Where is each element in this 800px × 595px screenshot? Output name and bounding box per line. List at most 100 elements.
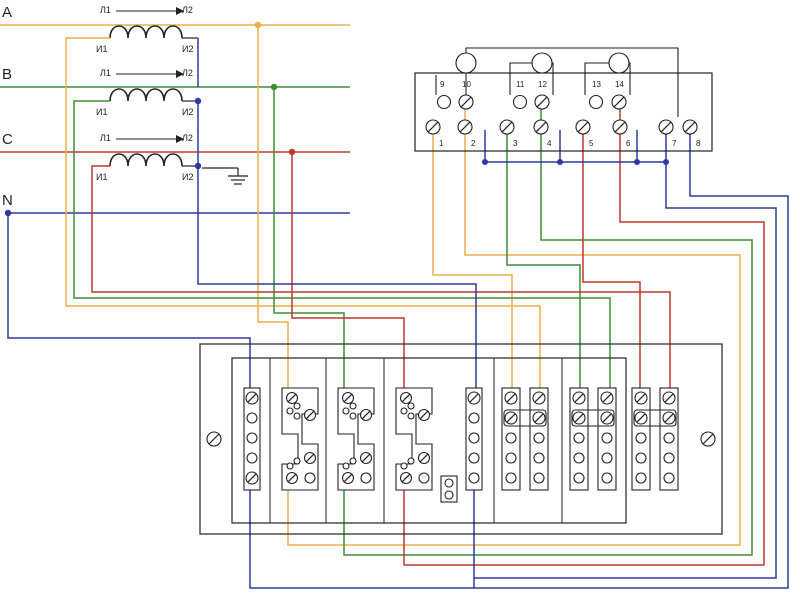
screw-icon (600, 411, 614, 425)
screw-icon (504, 411, 518, 425)
meter-terminal-number: 4 (547, 139, 552, 148)
meter-terminal-8 (682, 119, 698, 135)
terminal-hole-icon (533, 452, 545, 464)
ct-coil-icon (109, 25, 183, 39)
voltage-switch-1 (281, 387, 319, 491)
terminal-hole-icon (286, 462, 294, 470)
jumper-bar (571, 409, 615, 427)
terminal-hole-icon (360, 472, 372, 484)
terminal-hole-icon (444, 490, 454, 500)
terminal-hole-icon (400, 462, 408, 470)
screw-icon (417, 408, 431, 422)
wire-blue-meter7 (474, 130, 777, 579)
terminal-hole-icon (407, 457, 415, 465)
screw-icon (245, 391, 259, 405)
terminal-hole-icon (349, 457, 357, 465)
screw-icon (399, 391, 413, 405)
meter-circle-3 (608, 52, 630, 74)
ground-icon (202, 167, 248, 185)
terminal-hole-icon (293, 402, 301, 410)
meter-terminal-number: 9 (440, 80, 445, 89)
terminal-hole-icon (635, 452, 647, 464)
screw-icon (341, 471, 355, 485)
wire-red-meter5 (582, 130, 641, 390)
ct-label-l1: Л1 (100, 133, 111, 143)
wire-green-meter4 (343, 103, 753, 556)
terminal-hole-icon (342, 462, 350, 470)
screw-icon (341, 391, 355, 405)
wire-yellow-meter2 (287, 103, 741, 546)
screw-icon (303, 451, 317, 465)
terminal-hole-icon (512, 94, 528, 110)
screw-icon (662, 411, 676, 425)
jumper-bar (633, 409, 677, 427)
ct-label-i2: И2 (182, 107, 193, 117)
meter-terminal-number: 8 (696, 139, 701, 148)
meter-terminal-10 (458, 94, 474, 110)
screw-icon (572, 391, 586, 405)
wire-blue-ct-return (197, 101, 477, 390)
wires (7, 25, 789, 589)
terminal-hole-icon (533, 472, 545, 484)
meter-terminal-12 (534, 94, 550, 110)
ct-label-i2: И2 (182, 172, 193, 182)
screw-icon (532, 411, 546, 425)
meter-terminal-5 (575, 119, 591, 135)
terminal-hole-icon (407, 412, 415, 420)
screw-icon (399, 471, 413, 485)
terminal-hole-icon (601, 452, 613, 464)
ct-label-l2: Л2 (182, 5, 193, 15)
terminal-hole-icon (342, 407, 350, 415)
ct-label-l2: Л2 (182, 68, 193, 78)
terminal-hole-icon (505, 432, 517, 444)
terminal-hole-icon (635, 472, 647, 484)
jumper-bar (503, 409, 547, 427)
screw-icon (417, 451, 431, 465)
terminal-hole-icon (293, 412, 301, 420)
terminal-hole-icon (635, 432, 647, 444)
screw-icon (467, 391, 481, 405)
wire-red-voltage (291, 152, 405, 390)
terminal-hole-icon (601, 432, 613, 444)
meter-terminal-number: 13 (592, 80, 601, 89)
terminal-hole-icon (573, 452, 585, 464)
ct-label-i1: И1 (96, 44, 107, 54)
ct-label-i2: И2 (182, 44, 193, 54)
current-module-1 (501, 387, 549, 491)
bus-a-label: A (2, 4, 12, 21)
meter-terminal-2 (457, 119, 473, 135)
bus-b-label: B (2, 66, 12, 83)
voltage-switch-3 (395, 387, 433, 491)
terminal-hole-icon (468, 432, 480, 444)
meter-terminal-number: 14 (615, 80, 624, 89)
terminal-hole-icon (663, 432, 675, 444)
current-module-2 (569, 387, 617, 491)
wire-red-meter6 (403, 103, 765, 566)
terminal-hole-icon (468, 452, 480, 464)
wire-yellow-meter1 (432, 130, 513, 390)
meter-terminal-number: 10 (462, 80, 471, 89)
meter-terminal-14 (611, 94, 627, 110)
ct-coil-icon (109, 153, 183, 167)
voltage-switch-2 (337, 387, 375, 491)
meter-terminal-number: 11 (516, 80, 525, 89)
screw-icon (285, 471, 299, 485)
bus-labels: A B C N (2, 4, 13, 209)
terminal-hole-icon (246, 452, 258, 464)
screw-icon (634, 391, 648, 405)
terminal-hole-icon (293, 457, 301, 465)
screw-icon (245, 471, 259, 485)
ct-label-i1: И1 (96, 107, 107, 117)
screw-icon (662, 391, 676, 405)
wire-yellow-ct (65, 37, 541, 390)
meter-terminal-3 (499, 119, 515, 135)
terminal-hole-icon (663, 452, 675, 464)
screw-icon (572, 411, 586, 425)
bus-lines (0, 24, 350, 214)
screw-icon (359, 451, 373, 465)
test-box-modules (243, 387, 679, 503)
terminal-hole-icon (505, 472, 517, 484)
